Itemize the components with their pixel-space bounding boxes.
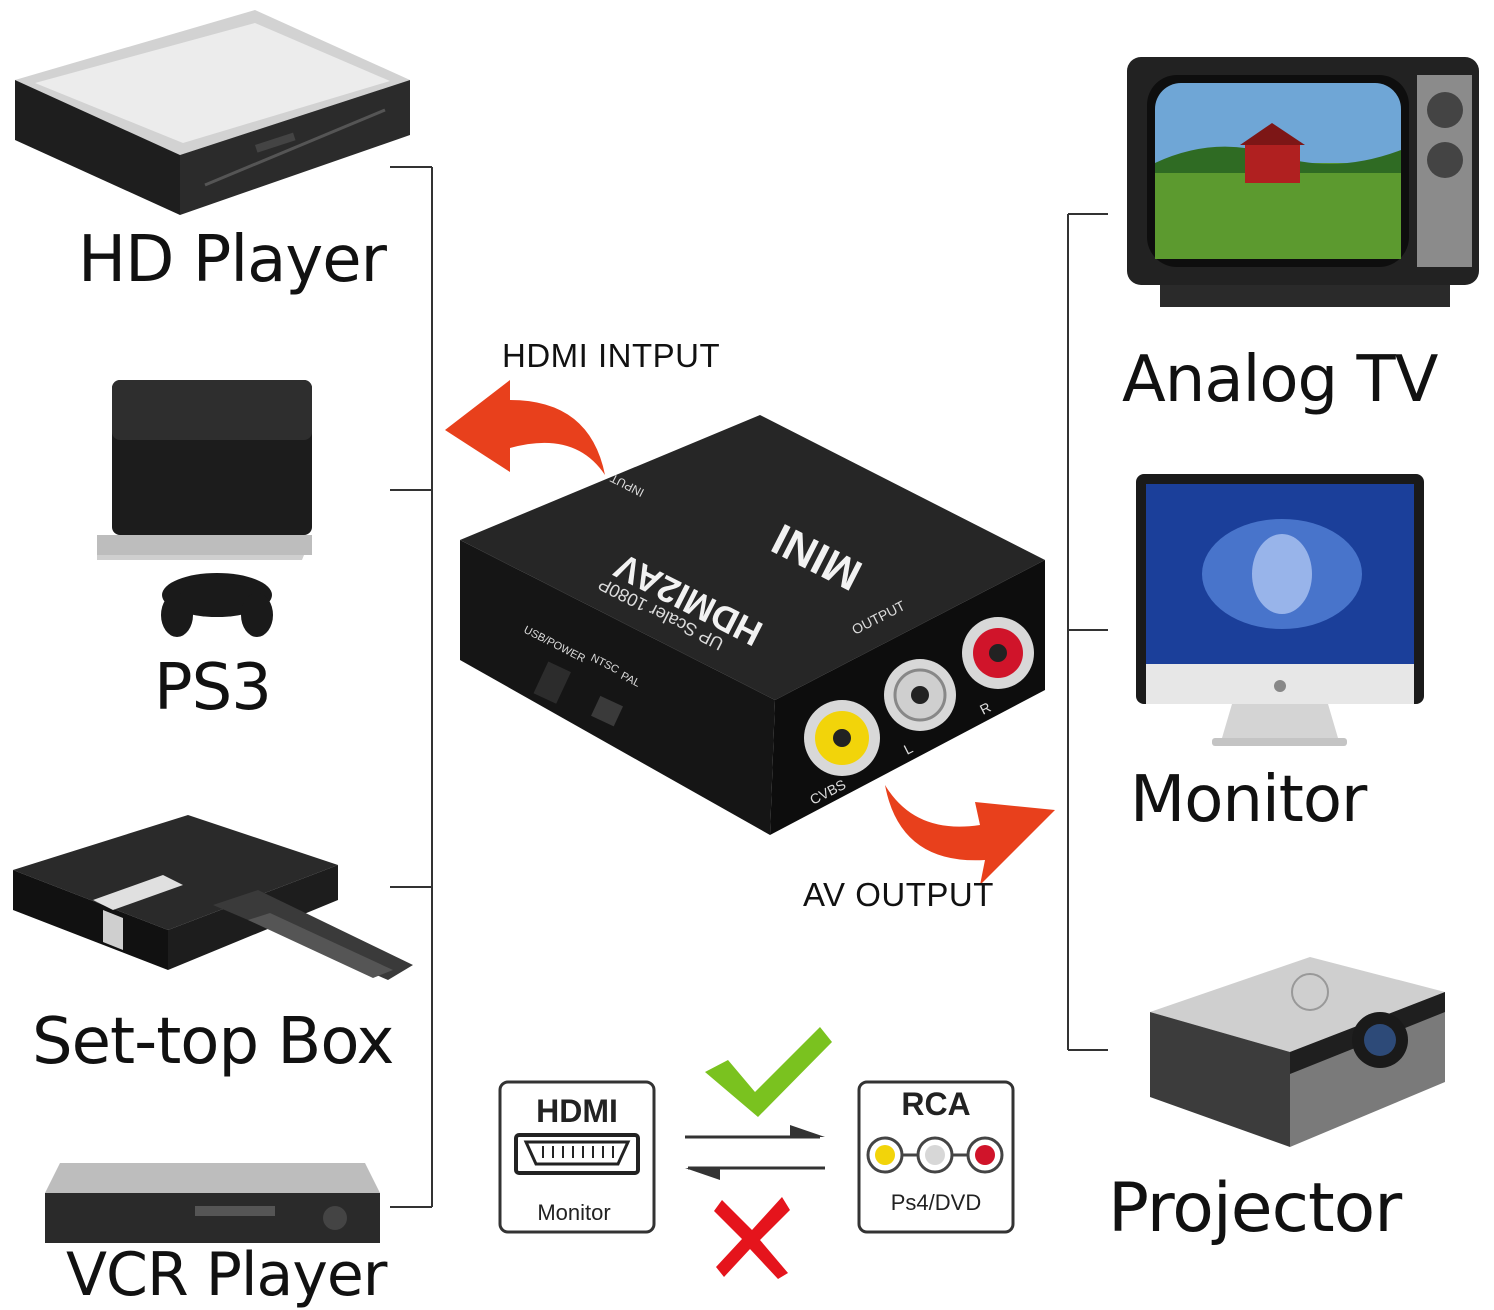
crt-tv-icon bbox=[1127, 57, 1479, 307]
device-label-hd-player: HD Player bbox=[78, 223, 387, 297]
blu-ray-player-icon bbox=[15, 10, 410, 215]
av-output-arrow-icon bbox=[885, 785, 1055, 885]
cross-icon bbox=[714, 1197, 790, 1279]
rca-port-card: RCA Ps4/DVD bbox=[857, 1080, 1015, 1234]
rca-jack-r bbox=[962, 617, 1034, 689]
device-label-monitor: Monitor bbox=[1130, 763, 1367, 837]
game-console-icon bbox=[97, 380, 312, 637]
rca-card-title: RCA bbox=[901, 1086, 970, 1122]
av-output-label: AV OUTPUT bbox=[803, 876, 994, 913]
monitor-icon bbox=[1136, 474, 1424, 746]
hdmi-card-title: HDMI bbox=[536, 1093, 618, 1129]
rca-card-sub: Ps4/DVD bbox=[891, 1190, 981, 1215]
hdmi-input-label: HDMI INTPUT bbox=[502, 337, 721, 374]
hdmi-input-arrow-icon bbox=[445, 380, 605, 475]
device-label-projector: Projector bbox=[1108, 1169, 1402, 1248]
hdmi-port-card: HDMI Monitor bbox=[498, 1080, 656, 1234]
direction-arrows bbox=[685, 1125, 825, 1180]
rca-jack-cvbs bbox=[804, 700, 880, 776]
device-label-set-top-box: Set-top Box bbox=[32, 1005, 394, 1079]
hdmi-card-sub: Monitor bbox=[537, 1200, 610, 1225]
projector-icon bbox=[1150, 957, 1445, 1147]
device-label-analog-tv: Analog TV bbox=[1122, 343, 1438, 417]
rca-jack-l bbox=[884, 659, 956, 731]
device-label-ps3: PS3 bbox=[154, 651, 272, 725]
vcr-player-icon bbox=[45, 1163, 380, 1243]
check-icon bbox=[705, 1027, 832, 1117]
device-label-vcr-player: VCR Player bbox=[66, 1240, 387, 1310]
set-top-box-icon bbox=[13, 815, 413, 980]
hdmi2av-adapter: MINI HDMI2AV UP Scaler 1080P INPUT OUTPU… bbox=[460, 415, 1045, 835]
